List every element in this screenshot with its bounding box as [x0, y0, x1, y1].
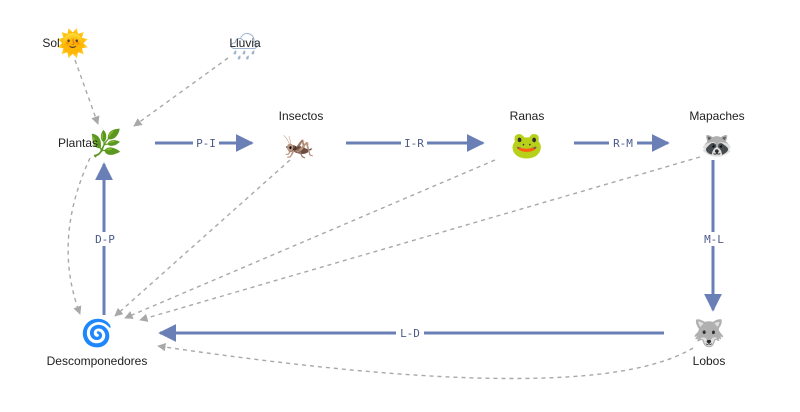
cricket-icon: 🦗	[283, 131, 315, 161]
node-label-descomponedores: Descomponedores	[47, 354, 148, 368]
edge-label-i-r: I-R	[404, 137, 424, 150]
edge-sol-plantas	[74, 59, 100, 125]
node-label-ranas: Ranas	[510, 109, 545, 123]
edge-label-r-m: R-M	[613, 137, 633, 150]
edge-ranas-descomponedores	[124, 159, 496, 319]
frog-icon: 🐸	[511, 131, 543, 161]
raccoon-icon: 🦝	[701, 131, 733, 161]
node-label-lobos: Lobos	[693, 354, 726, 368]
node-lobos: 🐺 Lobos	[693, 318, 726, 368]
node-mapaches: Mapaches 🦝	[689, 109, 744, 161]
node-plantas: 🌿 Plantas	[58, 128, 122, 159]
node-ranas: Ranas 🐸	[510, 109, 545, 161]
node-sol: 🌞 Sol	[42, 27, 89, 59]
edge-label-l-d: L-D	[400, 327, 420, 340]
edge-label-m-l: M-L	[704, 233, 724, 246]
spiral-icon: 🌀	[81, 317, 113, 349]
node-label-plantas: Plantas	[58, 136, 98, 150]
sun-icon: 🌞	[57, 27, 89, 59]
edge-label-p-i: P-I	[196, 137, 216, 150]
rain-cloud-icon: 🌧	[227, 32, 260, 62]
node-label-sol: Sol	[42, 36, 59, 50]
node-descomponedores: 🌀 Descomponedores	[47, 317, 148, 368]
edge-lobos-descomponedores	[157, 342, 694, 380]
edge-label-d-p: D-P	[95, 233, 115, 246]
edge-insectos-descomponedores	[114, 159, 291, 317]
edge-lluvia-plantas	[133, 57, 229, 127]
node-label-lluvia: Lluvia	[229, 36, 261, 50]
edge-mapaches-descomponedores	[139, 156, 701, 322]
node-lluvia: 🌧 Lluvia	[227, 32, 261, 62]
node-label-mapaches: Mapaches	[689, 109, 744, 123]
herb-icon: 🌿	[90, 128, 122, 159]
edge-plantas-descomponedores	[67, 157, 91, 315]
node-label-insectos: Insectos	[279, 109, 324, 123]
wolf-icon: 🐺	[693, 318, 725, 349]
node-insectos: Insectos 🦗	[279, 109, 324, 161]
